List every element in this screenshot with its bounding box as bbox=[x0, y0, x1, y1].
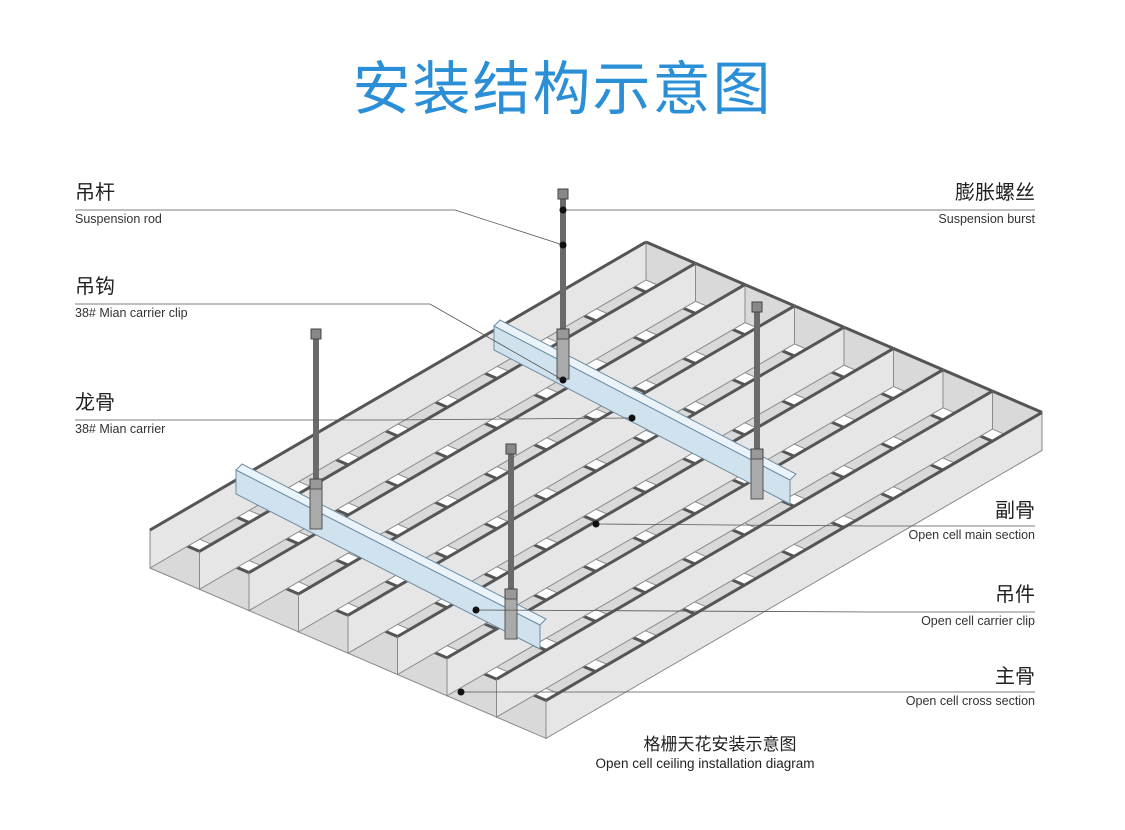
label-suspension-rod-en: Suspension rod bbox=[75, 212, 162, 226]
grid-blade-top bbox=[495, 389, 994, 681]
label-carrier-clip-en: 38# Mian carrier clip bbox=[75, 306, 188, 320]
rod-nut bbox=[309, 478, 323, 490]
rod-top-nut bbox=[751, 301, 763, 313]
suspension-rod bbox=[560, 195, 566, 345]
leader-cell-carrier-clip-dot bbox=[472, 606, 480, 614]
leader-carrier-clip-dot bbox=[559, 376, 567, 384]
leader-cross-section-dot bbox=[457, 688, 465, 696]
rod-top-nut bbox=[310, 328, 322, 340]
suspension-rod bbox=[508, 450, 514, 605]
leader-main-carrier bbox=[75, 417, 633, 421]
grid-blade-top bbox=[545, 411, 1043, 702]
suspension-rod bbox=[754, 308, 760, 465]
leader-cell-carrier-clip bbox=[475, 609, 1035, 613]
page-title: 安装结构示意图 bbox=[352, 55, 773, 123]
label-cross-section-cn: 主骨 bbox=[995, 664, 1035, 688]
label-suspension-rod-cn: 吊杆 bbox=[75, 180, 115, 204]
leader-carrier-clip bbox=[75, 303, 564, 381]
label-carrier-clip-cn: 吊钩 bbox=[75, 274, 115, 298]
carrier-clip bbox=[556, 338, 570, 380]
rod-nut bbox=[750, 448, 764, 460]
label-main-section-cn: 副骨 bbox=[995, 498, 1035, 522]
caption-cn: 格栅天花安装示意图 bbox=[643, 735, 797, 755]
label-cross-section-en: Open cell cross section bbox=[905, 694, 1035, 708]
leader-suspension-rod bbox=[75, 209, 564, 246]
label-cell-carrier-clip-en: Open cell carrier clip bbox=[921, 614, 1035, 628]
leader-main-section-dot bbox=[592, 520, 600, 528]
rod-top-nut bbox=[505, 443, 517, 455]
label-main-carrier-en: 38# Mian carrier bbox=[75, 422, 166, 436]
rod-nut bbox=[504, 588, 518, 600]
label-main-carrier-cn: 龙骨 bbox=[75, 390, 115, 414]
suspension-rod bbox=[313, 335, 319, 495]
caption-en: Open cell ceiling installation diagram bbox=[595, 756, 815, 771]
leader-main-section bbox=[595, 523, 1035, 527]
leader-main-carrier-dot bbox=[628, 414, 636, 422]
carrier-clip bbox=[504, 598, 518, 640]
leader-lines bbox=[75, 206, 1035, 696]
rod-nut bbox=[556, 328, 570, 340]
label-cell-carrier-clip-cn: 吊件 bbox=[995, 582, 1035, 606]
leader-suspension-rod-dot bbox=[559, 241, 567, 249]
carrier-clip bbox=[309, 488, 323, 530]
label-main-section-en: Open cell main section bbox=[908, 528, 1035, 542]
carrier-clip bbox=[750, 458, 764, 500]
label-suspension-burst-en: Suspension burst bbox=[938, 212, 1035, 226]
leader-suspension-burst-dot bbox=[559, 206, 567, 214]
label-suspension-burst-cn: 膨胀螺丝 bbox=[955, 180, 1035, 204]
suspension-rods bbox=[309, 188, 764, 640]
grid-blade-top bbox=[446, 368, 944, 660]
rod-top-nut bbox=[557, 188, 569, 200]
